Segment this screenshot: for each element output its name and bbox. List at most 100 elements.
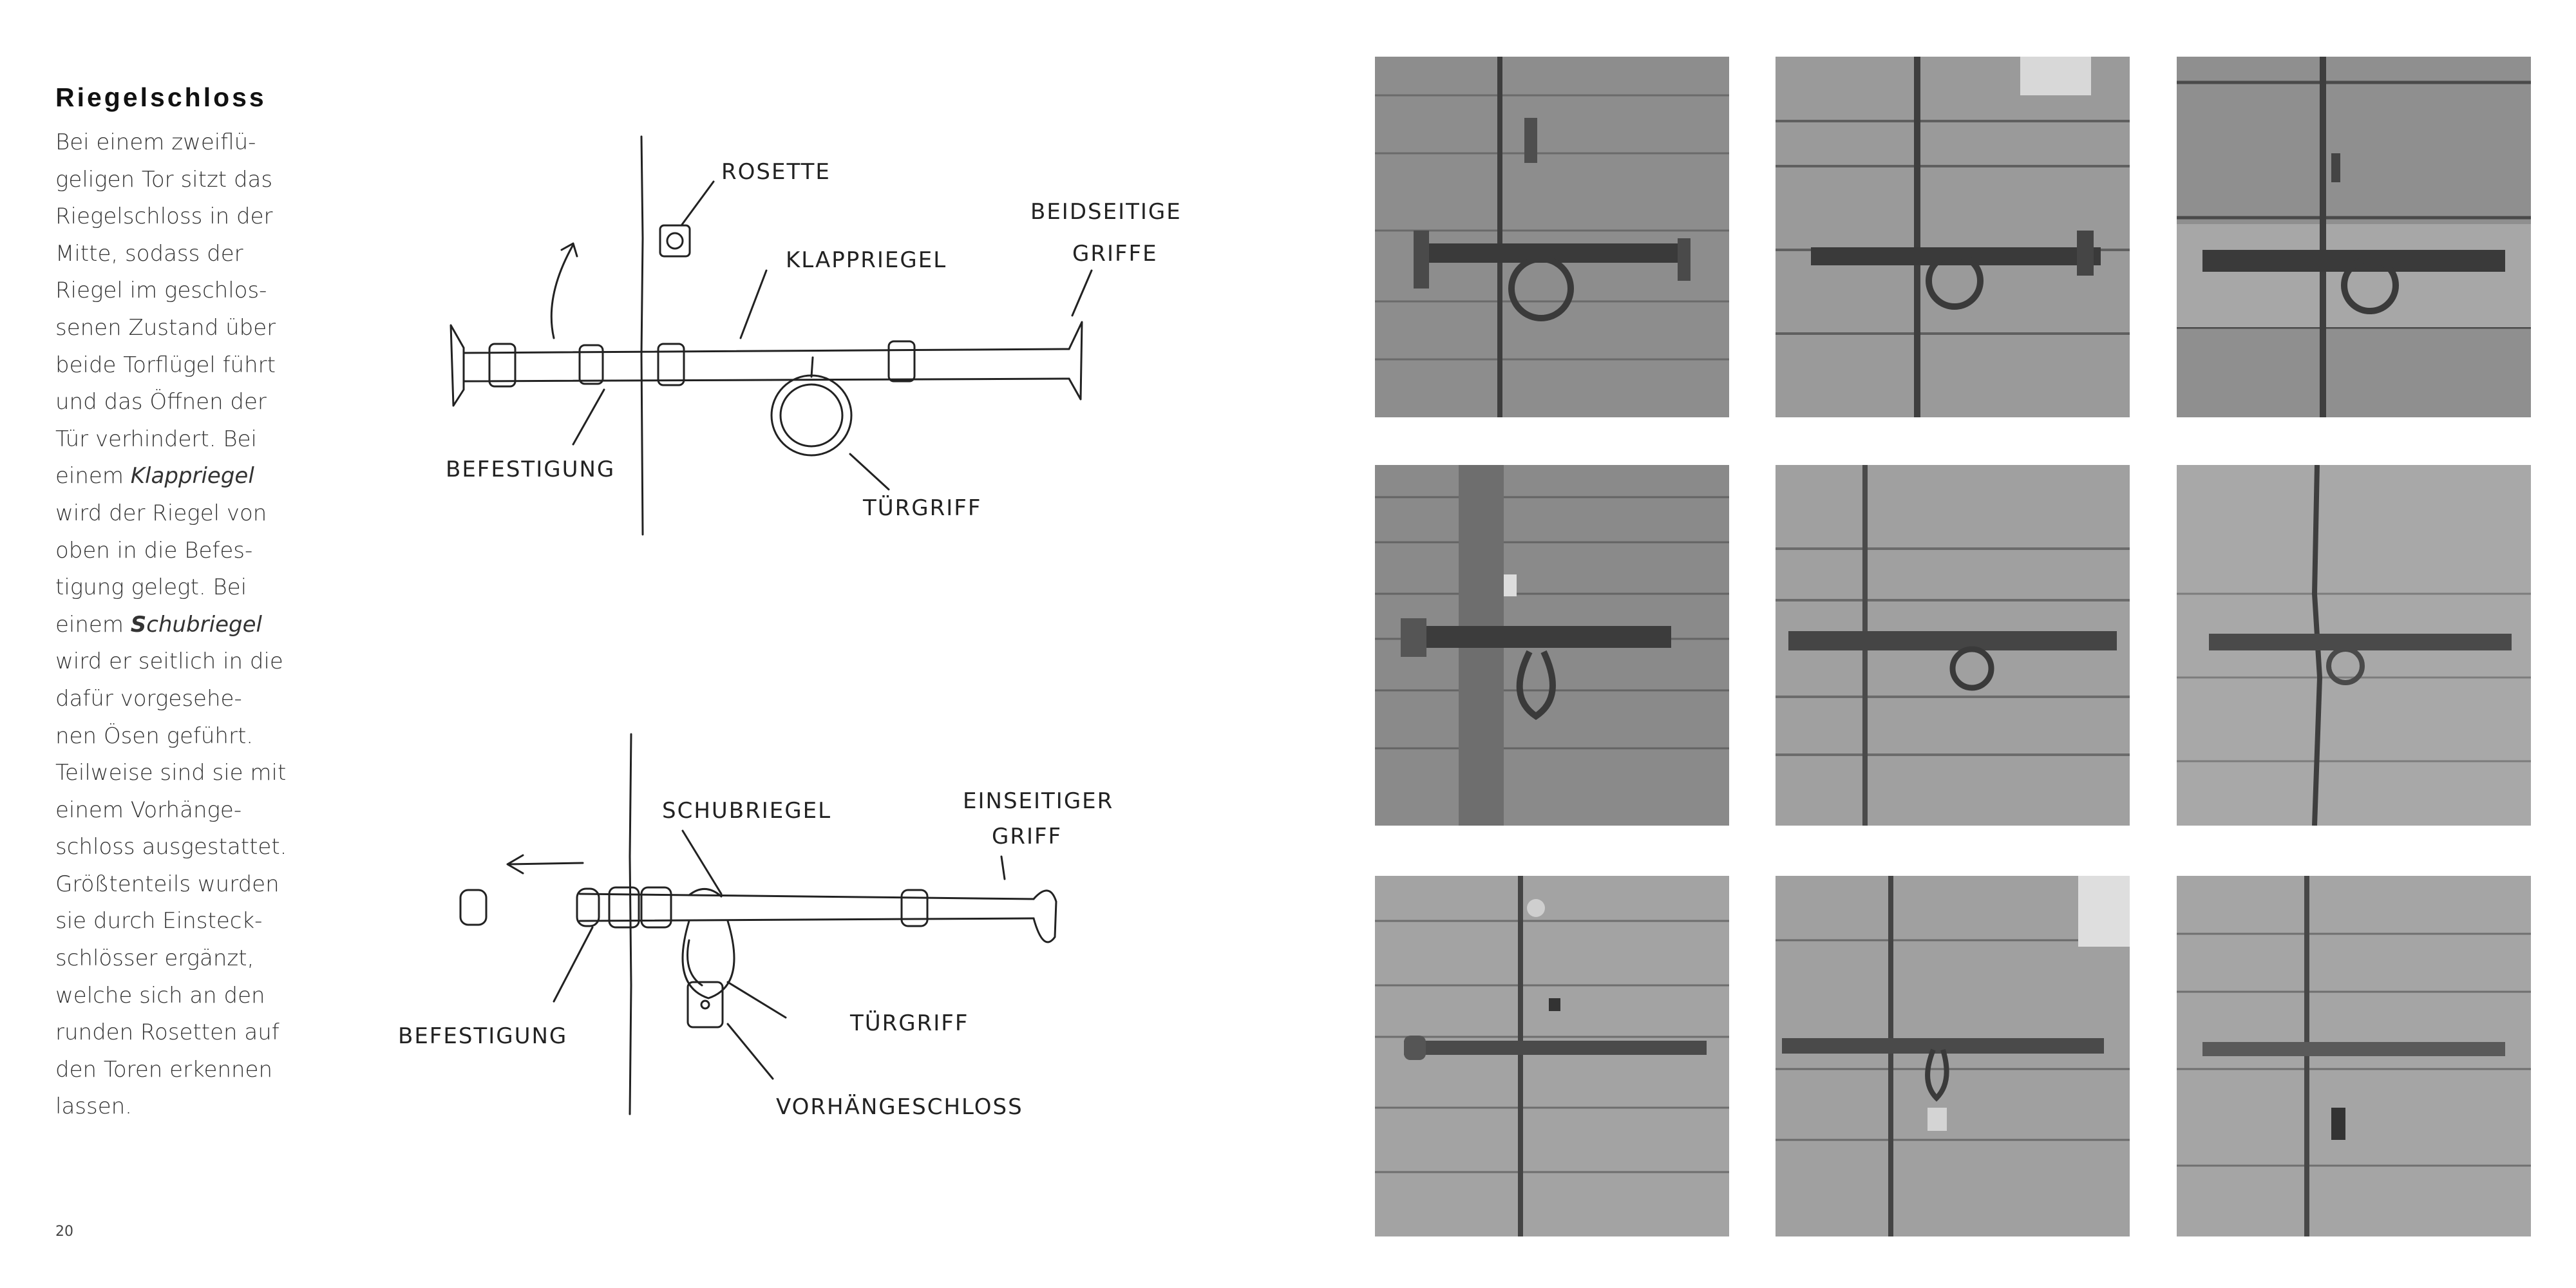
emphasis-text: chubriegel <box>146 611 262 638</box>
sleeve <box>488 343 516 388</box>
label-einseitiger: EINSEITIGER <box>963 788 1113 814</box>
handle-loop <box>681 920 735 999</box>
door-photo-graphic <box>1776 876 2130 1236</box>
paragraph-line: Teilweise sind sie mit <box>55 755 287 792</box>
photo-8 <box>1776 876 2130 1236</box>
text-run: und das Öffnen der <box>55 389 267 415</box>
label-klappriegel: KLAPPRIEGEL <box>786 247 947 273</box>
label-rosette: ROSETTE <box>721 159 831 185</box>
door-photo-graphic <box>1776 57 2130 417</box>
paragraph-line: einem Vorhänge- <box>55 792 287 829</box>
detached-sleeve <box>459 889 488 926</box>
door-seam-line <box>629 733 632 1115</box>
text-run: Größtenteils wurden <box>55 871 279 897</box>
paragraph-line: wird er seitlich in die <box>55 643 287 681</box>
photo-9 <box>2177 876 2531 1236</box>
paragraph-line: welche sich an den <box>55 978 287 1015</box>
label-griffe: GRIFFE <box>1072 241 1158 267</box>
paragraph-line: runden Rosetten auf <box>55 1014 287 1052</box>
paragraph-line: dafür vorgesehe- <box>55 681 287 718</box>
text-run: einem <box>55 611 131 638</box>
door-photo-graphic <box>1375 57 1729 417</box>
paragraph-line: sie durch Einsteck- <box>55 903 287 940</box>
paragraph-line: einem Klappriegel <box>55 458 287 495</box>
paragraph-line: Größtenteils wurden <box>55 866 287 904</box>
padlock-shackle <box>687 939 703 987</box>
text-run: wird er seitlich in die <box>55 649 283 675</box>
paragraph-line: Riegelschloss in der <box>55 198 287 236</box>
bolt-bar <box>462 348 1070 383</box>
photo-7 <box>1375 876 1729 1236</box>
ring-handle <box>770 374 853 457</box>
paragraph-line: nen Ösen geführt. <box>55 718 287 755</box>
sleeve <box>657 343 685 386</box>
text-run: nen Ösen geführt. <box>55 723 254 749</box>
door-photo-graphic <box>2177 57 2531 417</box>
text-run: einem Vorhänge- <box>55 797 242 823</box>
paragraph-line: Mitte, sodass der <box>55 236 287 273</box>
label-befestigung: BEFESTIGUNG <box>398 1023 567 1049</box>
photo-2 <box>1776 57 2130 417</box>
text-run: Riegelschloss in der <box>55 204 273 230</box>
slide-arrow <box>507 862 584 866</box>
text-run: oben in die Befes- <box>55 537 253 564</box>
paragraph-line: oben in die Befes- <box>55 533 287 570</box>
sleeve <box>900 889 929 927</box>
text-run: Mitte, sodass der <box>55 240 243 267</box>
photo-5 <box>1776 465 2130 826</box>
padlock <box>687 981 724 1028</box>
left-grip <box>450 324 465 407</box>
paragraph-line: einem Schubriegel <box>55 607 287 644</box>
text-run: sie durch Einsteck- <box>55 908 263 934</box>
paragraph-line: Bei einem zweiflü- <box>55 124 287 162</box>
schubriegel-sketch: SCHUBRIEGEL EINSEITIGER GRIFF BEFESTIGUN… <box>398 733 1113 1120</box>
text-run: senen Zustand über <box>55 314 276 341</box>
photo-1 <box>1375 57 1729 417</box>
end-grip <box>1032 889 1057 943</box>
klappriegel-sketch: ROSETTE KLAPPRIEGEL BEIDSEITIGE GRIFFE B… <box>446 135 1180 536</box>
text-run: Teilweise sind sie mit <box>55 760 287 786</box>
door-photo-graphic <box>1776 465 2130 826</box>
sleeve <box>887 340 916 383</box>
label-tuergriff: TÜRGRIFF <box>862 495 981 521</box>
text-run: schloss ausgestattet. <box>55 834 287 860</box>
sleeve <box>578 344 604 385</box>
sleeve <box>576 887 600 927</box>
text-run: einem <box>55 463 131 489</box>
right-grip <box>1068 321 1083 401</box>
text-run: Riegel im geschlos- <box>55 278 267 304</box>
text-run: geligen Tor sitzt das <box>55 166 273 193</box>
label-befestigung: BEFESTIGUNG <box>446 457 615 482</box>
text-run: schlösser ergänzt, <box>55 945 254 972</box>
label-tuergriff: TÜRGRIFF <box>849 1010 969 1036</box>
emphasis-text: S <box>130 611 147 638</box>
text-column: Riegelschloss Bei einem zweiflü-geligen … <box>55 82 287 1126</box>
text-run: dafür vorgesehe- <box>55 685 242 712</box>
label-griff: GRIFF <box>992 824 1062 849</box>
text-run: wird der Riegel von <box>55 500 267 526</box>
door-photo-graphic <box>2177 465 2531 826</box>
paragraph-line: schloss ausgestattet. <box>55 829 287 866</box>
text-run: runden Rosetten auf <box>55 1019 279 1046</box>
lift-arrow <box>550 243 574 339</box>
paragraph-line: Tür verhindert. Bei <box>55 421 287 459</box>
bolt-bar <box>578 893 1035 922</box>
text-run: lassen. <box>55 1094 132 1120</box>
text-run: den Toren erkennen <box>55 1056 273 1083</box>
paragraph-line: schlösser ergänzt, <box>55 940 287 978</box>
paragraph-line: lassen. <box>55 1088 287 1126</box>
text-run: welche sich an den <box>55 982 265 1009</box>
section-title: Riegelschloss <box>55 82 267 112</box>
paragraph-line: Riegel im geschlos- <box>55 272 287 310</box>
photo-6 <box>2177 465 2531 826</box>
sleeve <box>608 886 640 929</box>
door-photo-graphic <box>1375 876 1729 1236</box>
paragraph-line: wird der Riegel von <box>55 495 287 533</box>
paragraph-line: tigung gelegt. Bei <box>55 569 287 607</box>
paragraph-line: geligen Tor sitzt das <box>55 162 287 199</box>
paragraph-line: senen Zustand über <box>55 310 287 347</box>
photo-4 <box>1375 465 1729 826</box>
label-schubriegel: SCHUBRIEGEL <box>662 798 831 824</box>
text-run: Bei einem zweiflü- <box>55 129 256 155</box>
